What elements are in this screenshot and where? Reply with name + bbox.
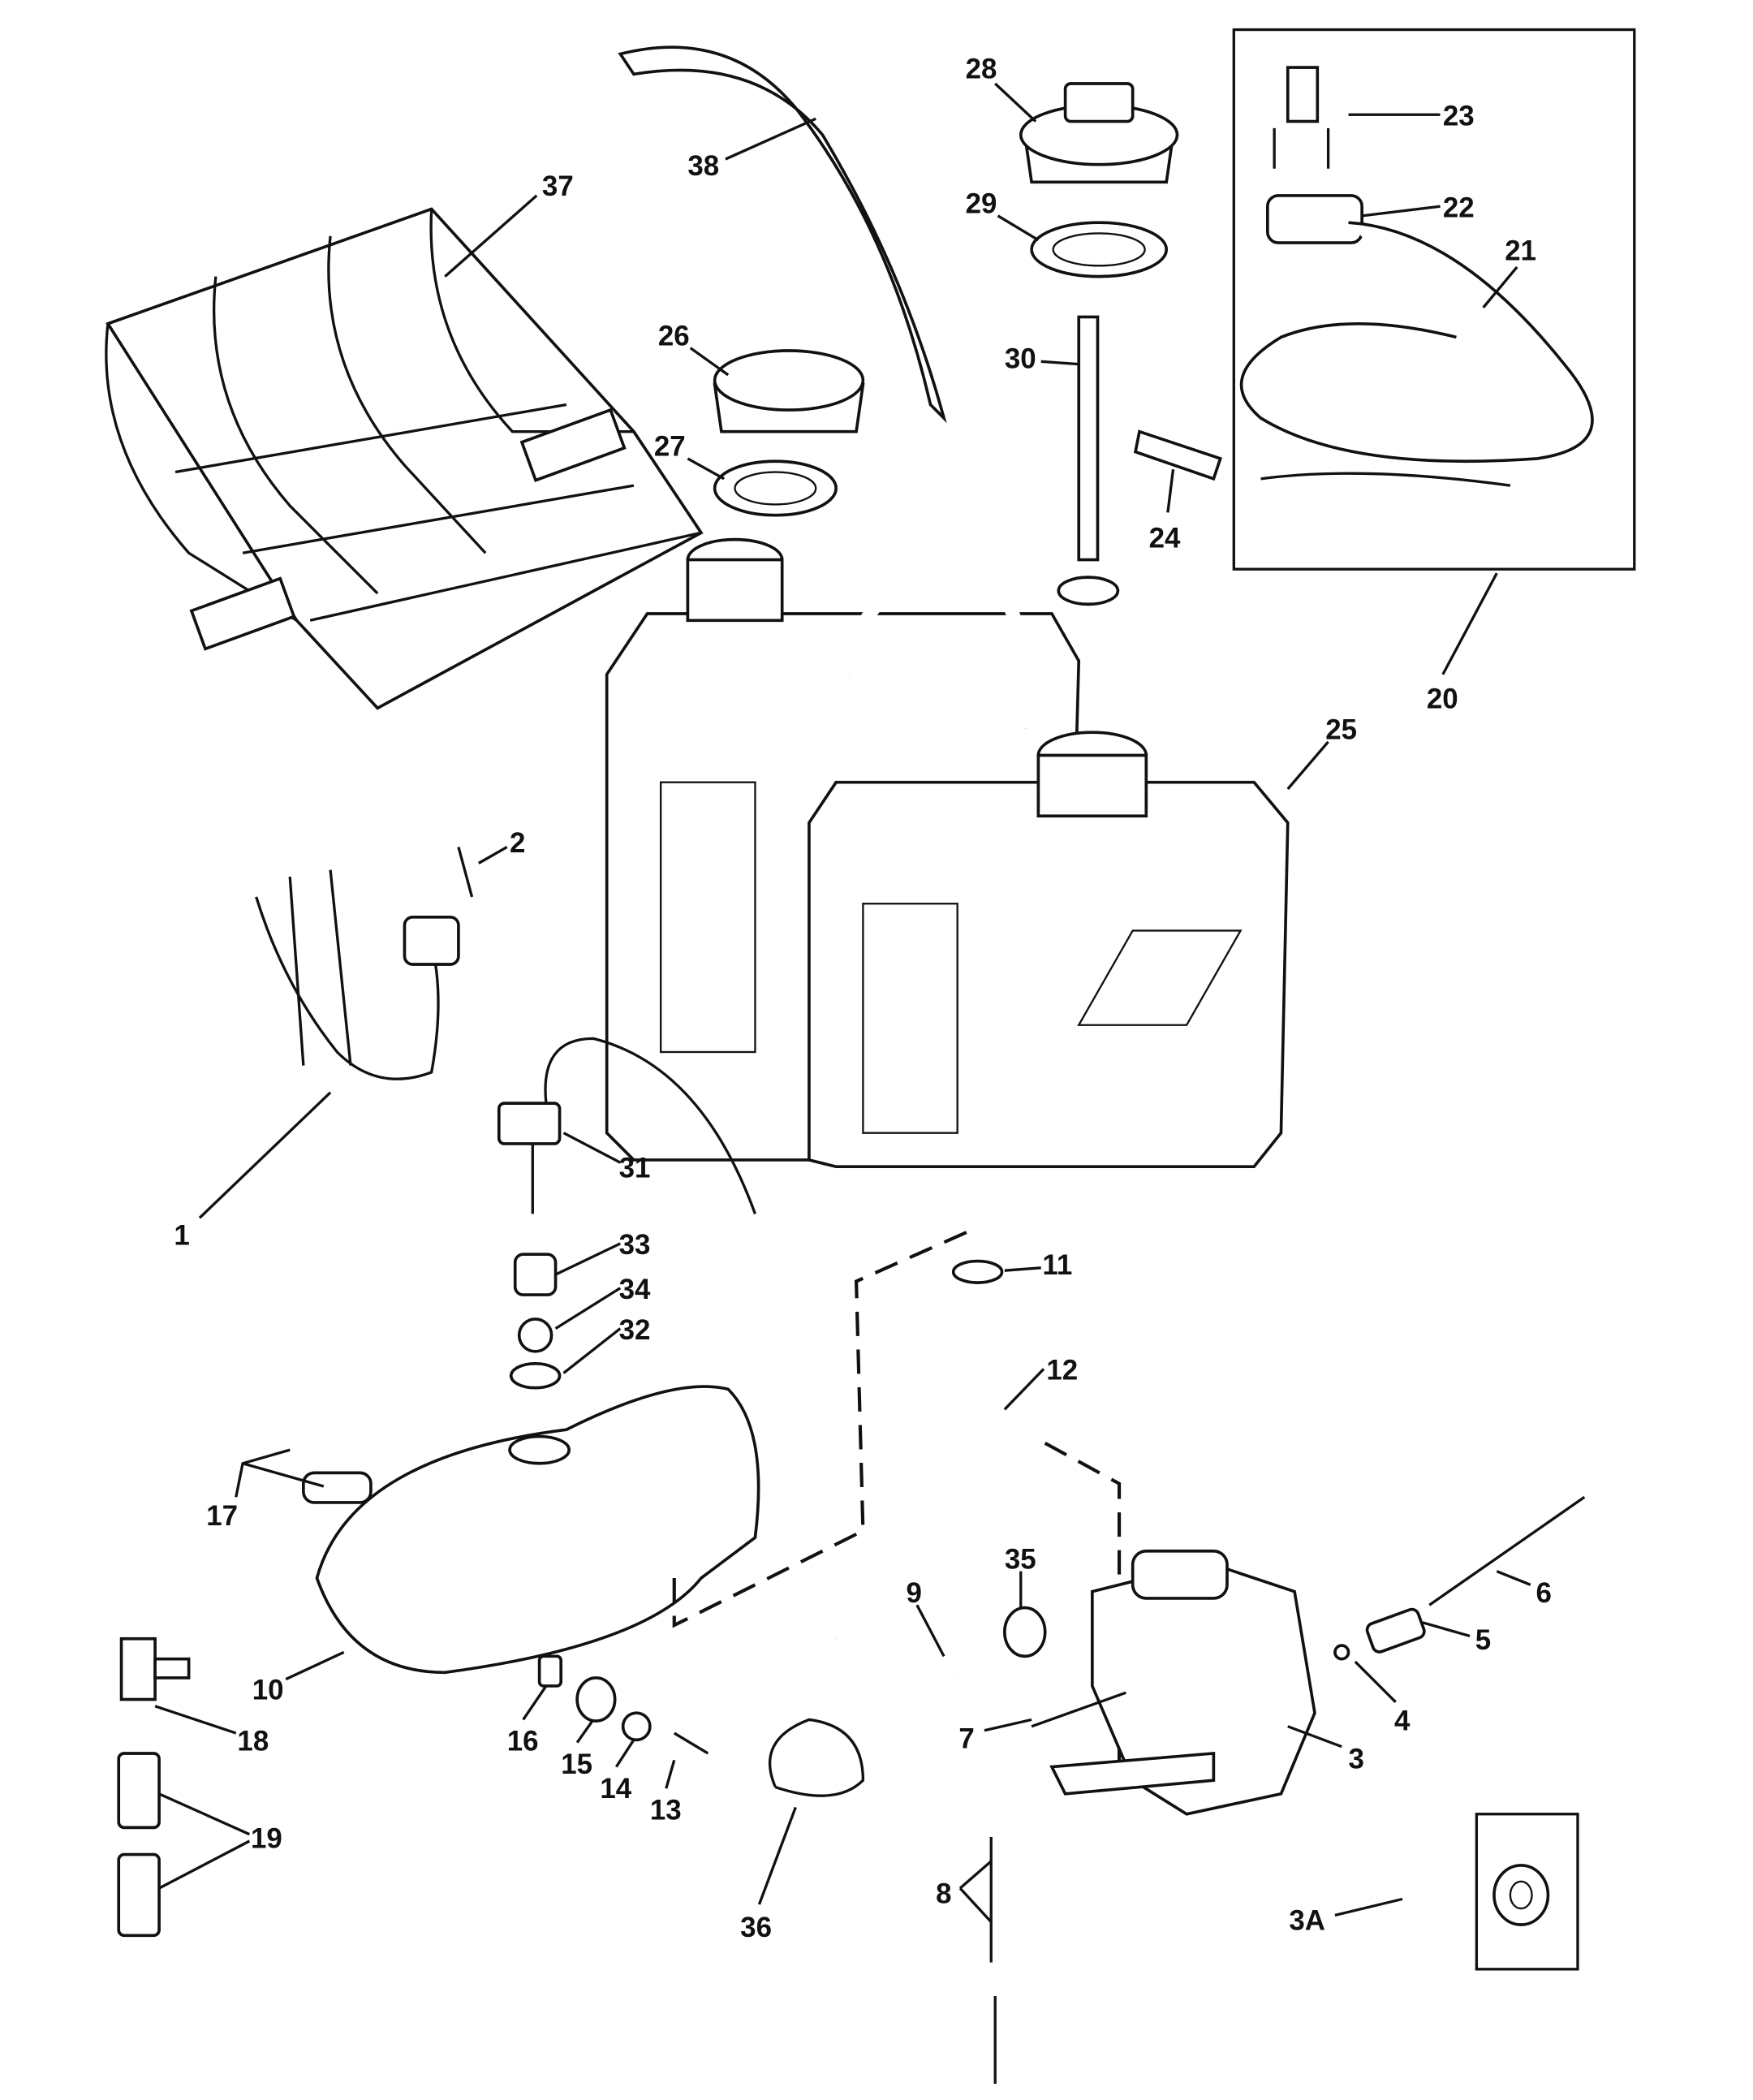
- fitting-inset-box: [1475, 1813, 1579, 1971]
- callout-19: 19: [251, 1822, 282, 1854]
- drive-shaft: [1428, 1495, 1586, 1606]
- callout-38: 38: [687, 150, 719, 182]
- callout-2: 2: [510, 827, 525, 859]
- oil-tank: [605, 537, 1290, 1169]
- callout-7: 7: [958, 1723, 974, 1754]
- spacer: [513, 1253, 558, 1296]
- grommet: [575, 1676, 617, 1723]
- pickup-tube: [1057, 315, 1120, 606]
- bushing: [1365, 1607, 1426, 1654]
- callout-15: 15: [561, 1749, 592, 1780]
- pump-bolt: [1031, 1691, 1126, 1728]
- callout-1: 1: [174, 1220, 189, 1252]
- callout-33: 33: [619, 1229, 651, 1261]
- hose-clamp: [1003, 1606, 1047, 1658]
- callout-13: 13: [650, 1794, 682, 1826]
- callout-18: 18: [237, 1726, 269, 1757]
- tee-fitting: [119, 1636, 157, 1701]
- callout-5: 5: [1475, 1624, 1491, 1656]
- o-ring: [509, 1361, 562, 1390]
- sender-harness: [255, 869, 440, 1080]
- callout-34: 34: [619, 1274, 651, 1305]
- gasket: [1030, 221, 1169, 278]
- callout-20: 20: [1427, 683, 1458, 714]
- link-rod: [989, 1837, 997, 2085]
- hose-section: [117, 1852, 161, 1938]
- fitting: [1133, 429, 1223, 481]
- tank-cage: [105, 207, 704, 710]
- callout-26: 26: [658, 320, 690, 351]
- screw: [457, 847, 474, 898]
- hose-clamp: [951, 1259, 1004, 1284]
- retaining-strap: [768, 1718, 865, 1797]
- washer: [621, 1711, 652, 1742]
- callout-32: 32: [619, 1314, 651, 1346]
- fill-cap-gasket: [713, 459, 838, 517]
- callout-27: 27: [654, 431, 686, 463]
- callout-labels: 37 38 28 29 26 30 27 24 23 22 21 20 25 2…: [174, 53, 1552, 1943]
- bolt: [673, 1731, 709, 1755]
- callout-22: 22: [1443, 192, 1475, 224]
- callout-14: 14: [600, 1773, 631, 1805]
- callout-17: 17: [206, 1500, 238, 1532]
- fill-cap: [713, 349, 865, 433]
- callout-29: 29: [966, 188, 997, 220]
- callout-28: 28: [966, 53, 997, 84]
- callout-21: 21: [1505, 235, 1536, 267]
- hose-kit: [1239, 66, 1594, 487]
- hose-section: [117, 1752, 161, 1830]
- callout-31: 31: [619, 1153, 651, 1184]
- oil-pump: [1049, 1549, 1316, 1816]
- callout-24: 24: [1149, 523, 1181, 554]
- callout-9: 9: [907, 1577, 922, 1609]
- sender: [403, 916, 460, 966]
- callout-3A: 3A: [1289, 1905, 1325, 1937]
- cap-knob: [497, 1102, 562, 1145]
- callout-30: 30: [1005, 343, 1036, 375]
- star-washer: [517, 1317, 553, 1353]
- callout-37: 37: [542, 170, 574, 202]
- callout-12: 12: [1046, 1355, 1078, 1386]
- hose-kit-box: [1232, 28, 1636, 571]
- callout-4: 4: [1394, 1705, 1411, 1737]
- callout-10: 10: [252, 1675, 284, 1706]
- callout-6: 6: [1535, 1577, 1551, 1609]
- callout-25: 25: [1325, 714, 1357, 746]
- callout-23: 23: [1443, 101, 1475, 132]
- oil-reservoir: [315, 1385, 760, 1675]
- leader-lines: [154, 82, 1531, 1923]
- callout-8: 8: [936, 1878, 951, 1909]
- fitting-inset: [1492, 1864, 1550, 1926]
- callout-16: 16: [507, 1726, 539, 1757]
- callout-11: 11: [1042, 1249, 1072, 1281]
- o-ring: [1333, 1644, 1350, 1661]
- hose-connector: [302, 1471, 373, 1504]
- fuel-gauge-cap: [1019, 82, 1179, 184]
- sleeve: [537, 1654, 563, 1688]
- callout-36: 36: [740, 1912, 772, 1943]
- callout-3: 3: [1349, 1743, 1364, 1774]
- callout-35: 35: [1005, 1543, 1036, 1575]
- strap: [618, 45, 947, 424]
